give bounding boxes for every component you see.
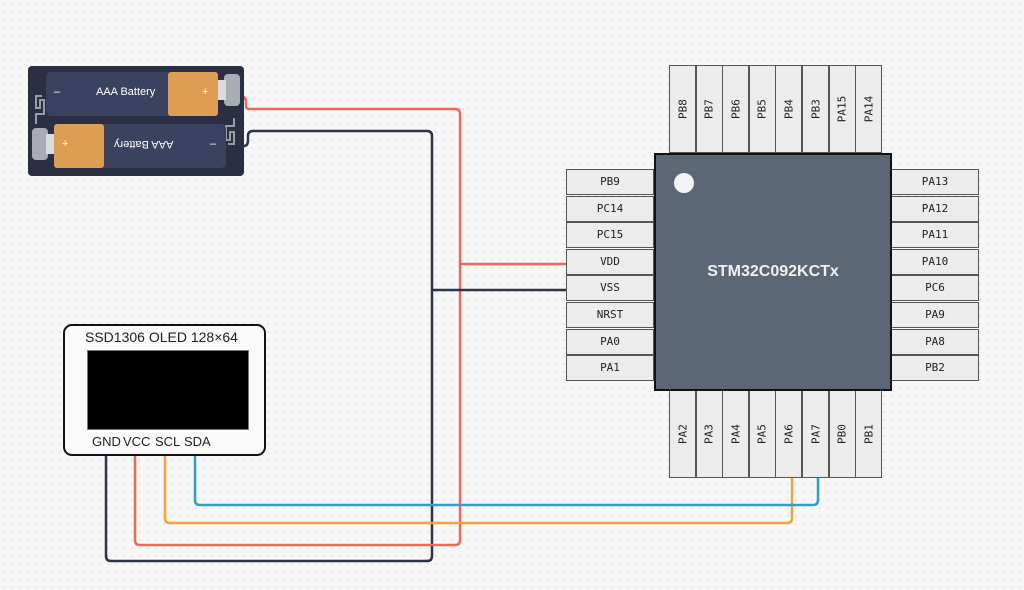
pin-label: PA14 (862, 95, 876, 123)
pin-label: PB0 (835, 424, 849, 444)
pin-pb6[interactable]: PB6 (722, 65, 750, 153)
pin-pb3[interactable]: PB3 (802, 65, 829, 153)
pin-label: PA2 (676, 424, 689, 444)
chip-name: STM32C092KCTx (707, 263, 839, 280)
pin-pa3[interactable]: PA3 (695, 390, 723, 478)
wire-battery-plus-to-vdd[interactable] (238, 94, 462, 547)
pin-label: PB6 (729, 99, 743, 119)
pin-pc14[interactable]: PC14 (566, 195, 654, 222)
wire-oled-gnd[interactable] (104, 454, 429, 563)
pin-pa12[interactable]: PA12 (891, 195, 979, 222)
pin-pa15[interactable]: PA15 (828, 65, 856, 153)
battery-cell-1: – AAA Battery + (46, 72, 218, 116)
pin-pa7[interactable]: PA7 (802, 390, 829, 478)
wire-oled-scl-to-pa6[interactable] (163, 454, 794, 525)
oled-pin-gnd[interactable]: GND (92, 434, 121, 449)
pin-nrst[interactable]: NRST (566, 302, 654, 328)
pin-pa11[interactable]: PA11 (891, 222, 979, 249)
pin-vdd[interactable]: VDD (566, 248, 654, 275)
pin-pc6[interactable]: PC6 (891, 275, 979, 302)
pin-pa6[interactable]: PA6 (775, 390, 803, 478)
pin-label: PB5 (755, 99, 769, 119)
pin-label: PA5 (755, 424, 769, 444)
battery-holder[interactable]: – AAA Battery + + AAA Battery – (28, 66, 244, 176)
pin-label: PB8 (676, 99, 689, 119)
pin-pb0[interactable]: PB0 (828, 390, 856, 478)
minus-sign: – (210, 138, 217, 150)
pin-pa1[interactable]: PA1 (566, 355, 654, 382)
pin-label: PB4 (782, 99, 796, 119)
plus-sign: + (202, 86, 209, 98)
pin-vss[interactable]: VSS (566, 275, 654, 302)
pin-label: PA6 (782, 424, 796, 444)
pin-pa0[interactable]: PA0 (566, 328, 654, 355)
pin-pb2[interactable]: PB2 (891, 355, 979, 382)
pin-pa10[interactable]: PA10 (891, 248, 979, 275)
oled-pin-scl[interactable]: SCL (155, 434, 181, 449)
battery-terminal-plus-icon (224, 74, 240, 106)
battery-cell-label: AAA Battery (96, 86, 156, 98)
mcu-chip[interactable]: STM32C092KCTx (654, 153, 892, 391)
pin-label: PA15 (835, 95, 849, 123)
battery-cell-2: + AAA Battery – (54, 124, 226, 168)
pin-pb4[interactable]: PB4 (775, 65, 803, 153)
minus-sign: – (54, 86, 61, 98)
pin-pc15[interactable]: PC15 (566, 222, 654, 249)
pin-pa4[interactable]: PA4 (722, 390, 750, 478)
pin-pa5[interactable]: PA5 (748, 390, 776, 478)
oled-pin-sda[interactable]: SDA (184, 434, 211, 449)
pin-pb5[interactable]: PB5 (748, 65, 776, 153)
battery-cell-label: AAA Battery (114, 138, 174, 150)
oled-display-module[interactable]: SSD1306 OLED 128×64 GND VCC SCL SDA (63, 324, 266, 456)
pin-label: PA3 (702, 424, 716, 444)
pin-label: PA7 (809, 424, 822, 444)
wire-oled-sda-to-pa7[interactable] (193, 454, 820, 507)
pin-pb7[interactable]: PB7 (695, 65, 723, 153)
wire-oled-vcc[interactable] (133, 454, 457, 547)
pin-pa14[interactable]: PA14 (855, 65, 883, 153)
pin-pb9[interactable]: PB9 (566, 169, 654, 195)
pin-label: PB7 (702, 99, 716, 119)
oled-screen (87, 350, 249, 430)
pin-label: PA4 (729, 424, 743, 444)
pin-pa13[interactable]: PA13 (891, 169, 979, 195)
battery-cap-positive: + (54, 124, 104, 168)
pin-pb1[interactable]: PB1 (855, 390, 883, 478)
battery-springs (32, 74, 240, 160)
plus-sign: + (62, 138, 69, 150)
wire-battery-minus-to-vss[interactable] (242, 129, 434, 563)
oled-pin-vcc[interactable]: VCC (123, 434, 151, 449)
pin-pa8[interactable]: PA8 (891, 328, 979, 355)
battery-cap-positive: + (168, 72, 218, 116)
pin-pa9[interactable]: PA9 (891, 302, 979, 328)
battery-terminal-minus-icon (32, 128, 48, 160)
pin-label: PB3 (809, 99, 822, 119)
oled-title: SSD1306 OLED 128×64 (85, 329, 238, 345)
pin-label: PB1 (862, 424, 876, 444)
pin-pa2[interactable]: PA2 (669, 390, 696, 478)
pin1-marker (674, 173, 694, 193)
pin-pb8[interactable]: PB8 (669, 65, 696, 153)
